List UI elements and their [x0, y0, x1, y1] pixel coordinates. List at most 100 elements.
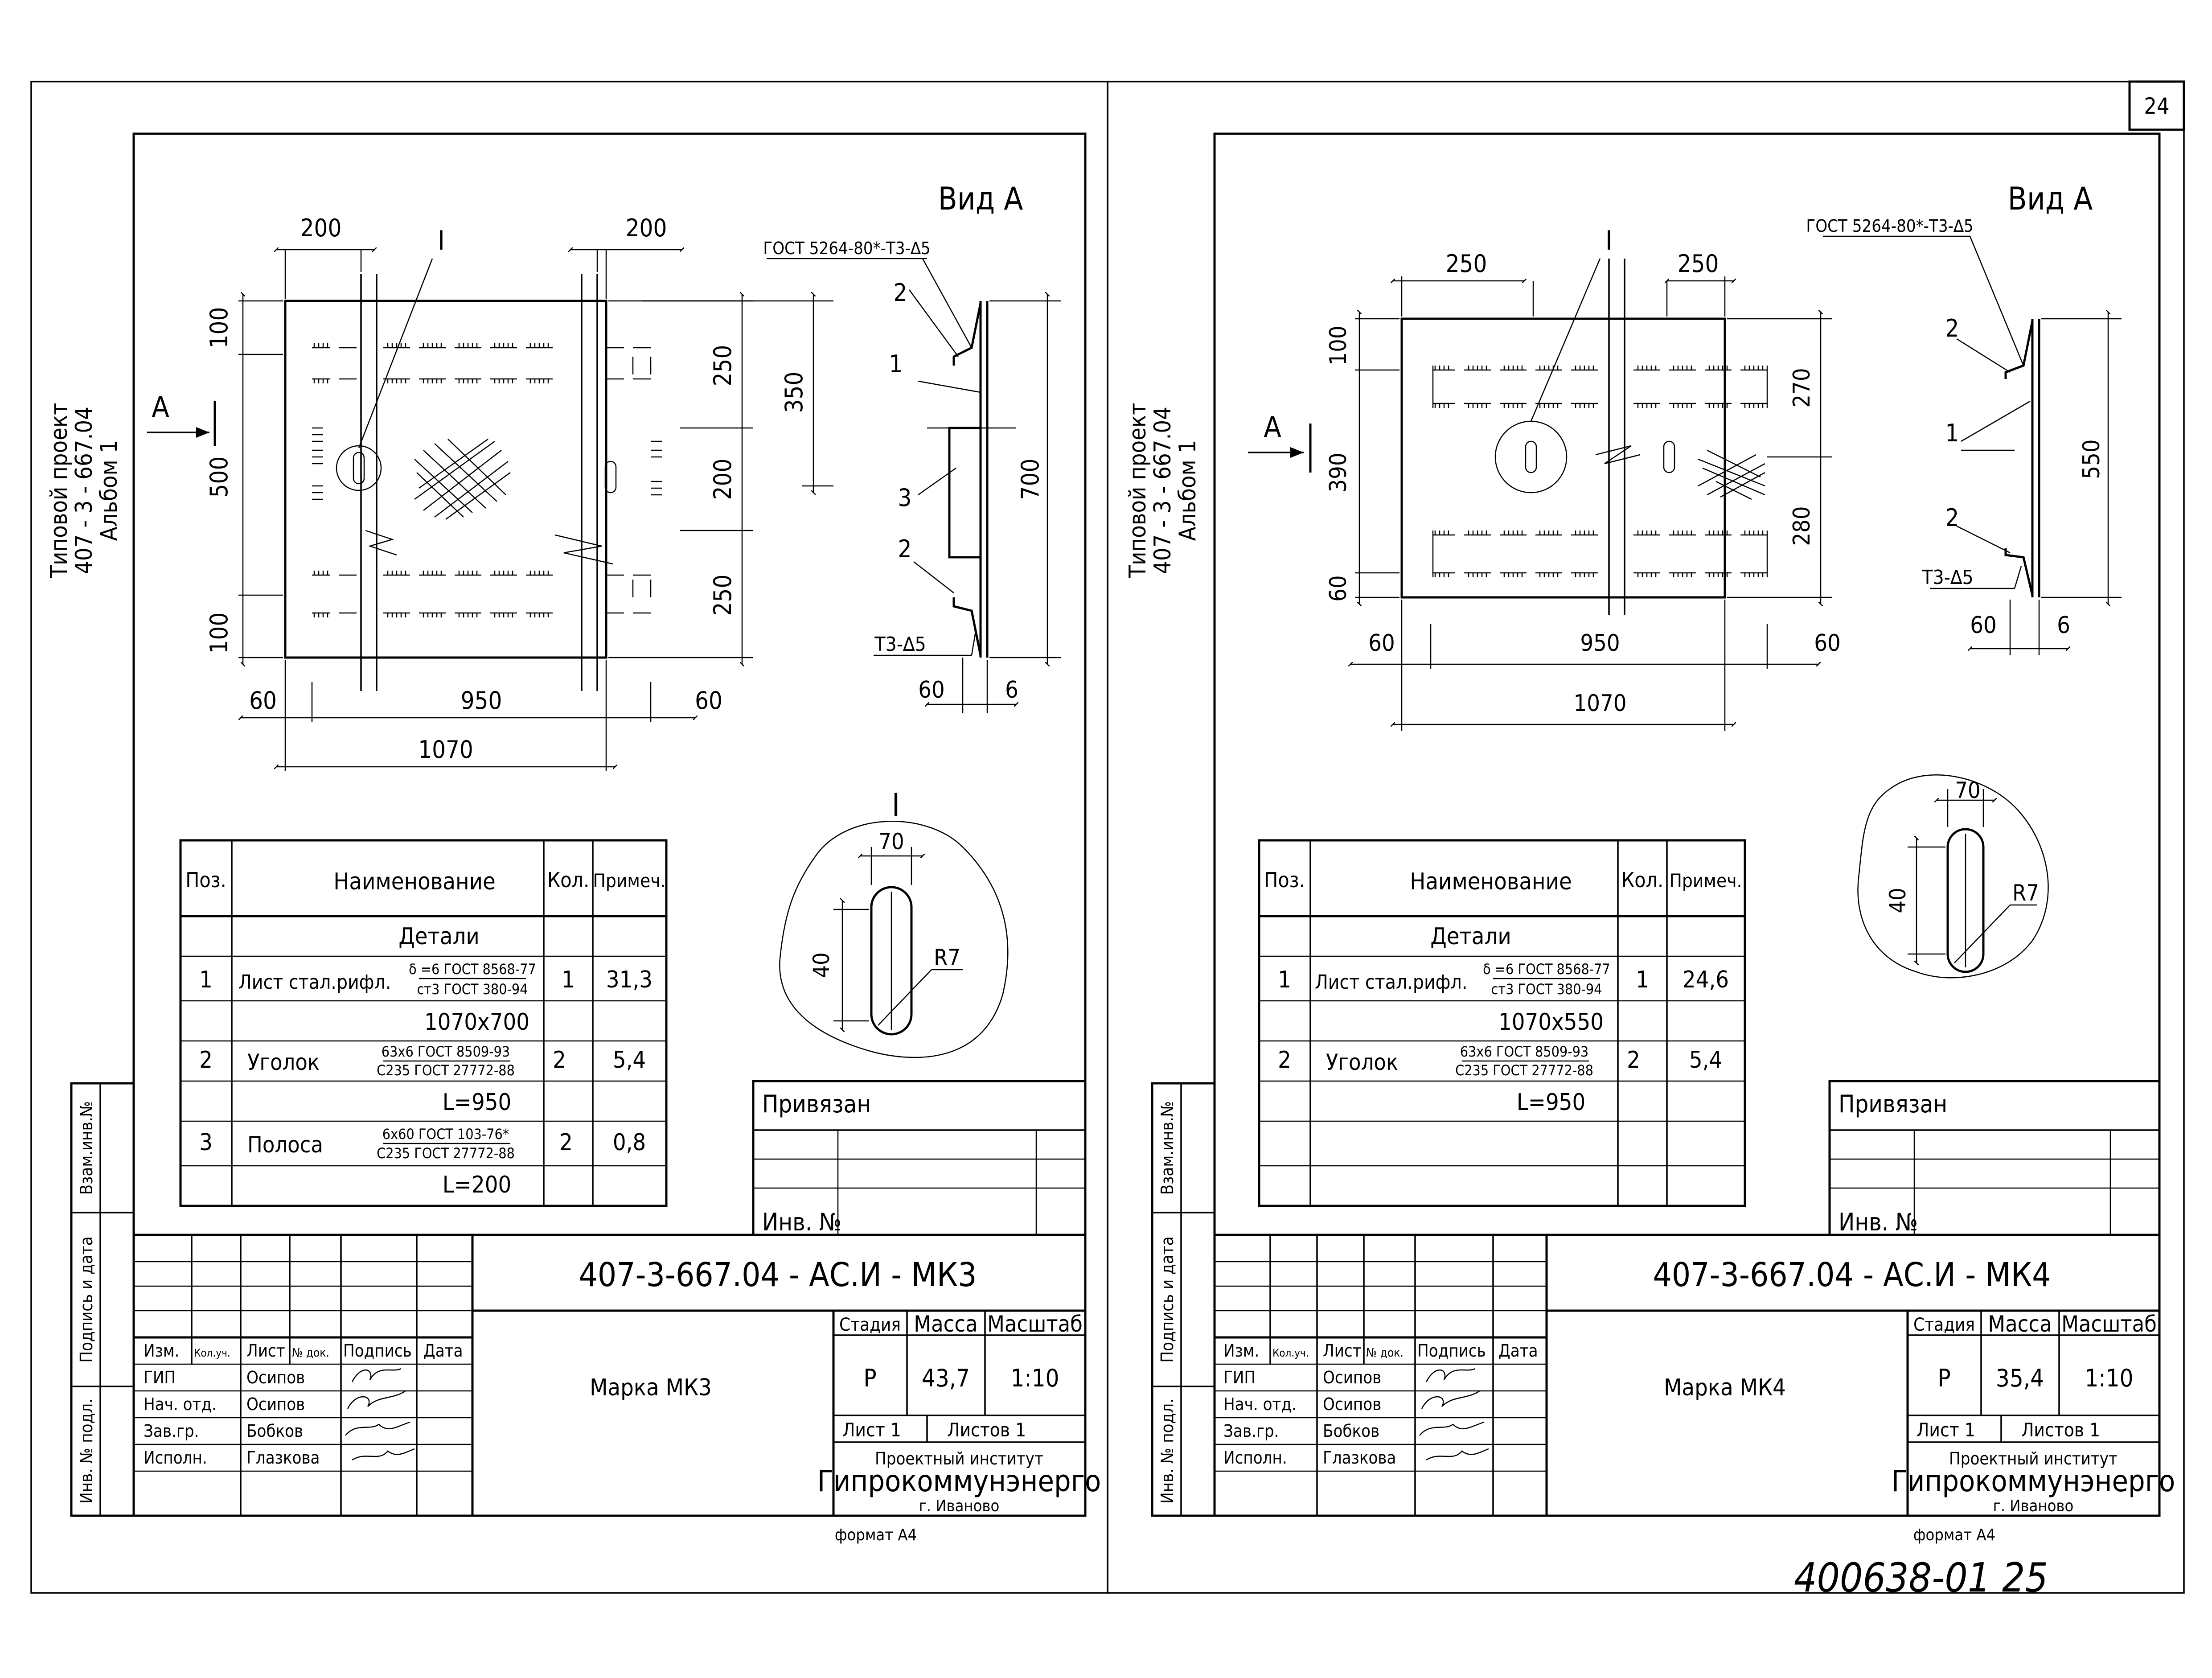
svg-text:Проектный институт: Проектный институт — [875, 1449, 1043, 1468]
svg-text:№ док.: № док. — [1366, 1346, 1404, 1360]
dim-overall-mk3: 1070 — [418, 736, 473, 764]
dim-left-bottom-mk4: 60 — [1325, 575, 1352, 602]
detail-h-mk4: 40 — [1885, 888, 1911, 913]
detail-ref-I-mk4: I — [1605, 225, 1613, 256]
svg-text:С235 ГОСТ 27772-88: С235 ГОСТ 27772-88 — [377, 1145, 515, 1162]
svg-text:1: 1 — [1278, 966, 1291, 993]
detail-circle-mk3 — [336, 445, 382, 491]
mass-mk4: 35,4 — [1996, 1364, 2044, 1392]
detail-r-mk3: R7 — [934, 945, 960, 971]
spec-h-name-mk3: Наименование — [333, 868, 496, 895]
dim-left-mid-mk4: 390 — [1325, 452, 1352, 492]
side-label-mk3: Типовой проект 407 - 3 - 667.04 Альбом 1 — [46, 403, 123, 579]
dim-bottom-left-mk3: 60 — [249, 687, 277, 715]
section-arrow-mk4: А — [1264, 411, 1281, 444]
callout-2b-mk3: 2 — [898, 535, 912, 563]
inner-frame-mk3 — [132, 132, 1087, 1517]
svg-text:Глазкова: Глазкова — [1323, 1448, 1396, 1468]
gost-weld-mk4: ГОСТ 5264-80*-Т3-∆5 — [1806, 216, 1973, 236]
title-block-mk3 — [132, 1234, 1087, 1517]
hatch-mk4 — [1698, 449, 1765, 500]
callout-2a-mk3: 2 — [894, 279, 907, 307]
spec-row-1-mk4: 1 Лист стал.рифл. δ =6 ГОСТ 8568-77 ст3 … — [1278, 961, 1729, 1036]
dim-top-right-mk3: 200 — [626, 214, 667, 242]
svg-text:407 - 3 - 667.04: 407 - 3 - 667.04 — [71, 407, 98, 574]
plate-plan-mk3 — [284, 300, 607, 659]
dim-bottom-mid-mk4: 950 — [1580, 630, 1620, 657]
svg-text:Исполн.: Исполн. — [144, 1448, 207, 1468]
svg-text:Лист 1: Лист 1 — [1917, 1419, 1975, 1441]
svg-text:407 - 3 - 667.04: 407 - 3 - 667.04 — [1149, 407, 1176, 574]
svg-text:Подпись: Подпись — [343, 1341, 412, 1361]
svg-text:1070x700: 1070x700 — [424, 1009, 529, 1036]
svg-text:Альбом 1: Альбом 1 — [1174, 440, 1201, 541]
callout-2a-mk4: 2 — [1945, 314, 1959, 342]
svg-text:Уголок: Уголок — [247, 1049, 320, 1075]
dim-right-bottom-mk3: 250 — [709, 575, 737, 616]
svg-text:2: 2 — [559, 1129, 573, 1156]
bind-title-mk4: Привязан — [1839, 1090, 1947, 1118]
dim-left-top-mk3: 100 — [205, 307, 233, 349]
svg-text:24,6: 24,6 — [1683, 966, 1729, 993]
svg-text:ГИП: ГИП — [144, 1368, 176, 1387]
bind-inv-mk3: Инв. № — [762, 1208, 841, 1236]
svg-text:δ =6 ГОСТ 8568-77: δ =6 ГОСТ 8568-77 — [409, 961, 536, 978]
side-label-mk4: Типовой проект 407 - 3 - 667.04 Альбом 1 — [1124, 403, 1201, 579]
side-view-mk3 — [948, 301, 989, 658]
side-view-6-mk4: 6 — [2057, 612, 2070, 639]
page-number: 24 — [2144, 93, 2169, 119]
outer-frame-right — [1107, 81, 2185, 1594]
spec-row-1-mk3: 1 Лист стал.рифл. δ =6 ГОСТ 8568-77 ст3 … — [199, 961, 653, 1036]
title-name-mk4: Марка МК4 — [1664, 1374, 1786, 1401]
dim-overall-mk4: 1070 — [1573, 690, 1626, 717]
weld-symbol-mk3: Т3-∆5 — [874, 633, 926, 656]
side-view-height-mk4: 550 — [2078, 439, 2105, 479]
spec-h-pos-mk3: Поз. — [185, 868, 226, 892]
svg-text:Альбом 1: Альбом 1 — [96, 440, 123, 541]
bind-inv-mk4: Инв. № — [1839, 1208, 1918, 1236]
title-block-mk4 — [1213, 1234, 2161, 1517]
svg-text:Бобков: Бобков — [1323, 1421, 1379, 1441]
hatch-mk3 — [414, 438, 511, 520]
svg-text:1: 1 — [199, 966, 213, 993]
page-number-box — [2128, 80, 2185, 131]
dim-bottom-right-mk4: 60 — [1814, 630, 1841, 657]
strip-vzam-mk4: Взам.инв.№ — [1157, 1101, 1177, 1195]
org-mk3: Гипрокоммунэнерго — [817, 1464, 1101, 1498]
dim-bottom-right-mk3: 60 — [695, 687, 722, 715]
svg-text:2: 2 — [199, 1047, 213, 1073]
dim-left-mid-mk3: 500 — [205, 457, 233, 498]
svg-text:С235 ГОСТ 27772-88: С235 ГОСТ 27772-88 — [377, 1062, 515, 1079]
svg-text:L=950: L=950 — [443, 1089, 512, 1116]
svg-text:Зав.гр.: Зав.гр. — [144, 1421, 199, 1441]
side-view-mk4 — [2004, 319, 2040, 597]
svg-text:5,4: 5,4 — [1689, 1047, 1722, 1073]
dim-left-top-mk4: 100 — [1325, 325, 1352, 365]
spec-h-note-mk3: Примеч. — [593, 870, 665, 892]
signatures-mk4 — [1419, 1368, 1489, 1461]
detail-blob-mk4 — [1857, 774, 2049, 979]
format-label-mk3: формат А4 — [835, 1526, 917, 1544]
dim-bottom-mid-mk3: 950 — [461, 687, 502, 715]
spec-h-name-mk4: Наименование — [1410, 868, 1572, 895]
svg-text:Уголок: Уголок — [1326, 1049, 1398, 1075]
svg-text:г. Иваново: г. Иваново — [1993, 1497, 2074, 1515]
svg-text:Масса: Масса — [914, 1311, 977, 1337]
stage-mk4: Р — [1937, 1364, 1950, 1392]
detail-ref-I-mk3: I — [438, 225, 445, 256]
callout-2b-mk4: 2 — [1945, 504, 1959, 532]
svg-text:2: 2 — [553, 1047, 566, 1073]
svg-text:Масштаб: Масштаб — [2061, 1311, 2157, 1337]
detail-blob-mk3 — [779, 821, 1009, 1058]
svg-text:Дата: Дата — [1498, 1341, 1538, 1361]
dim-right-top-mk3: 250 — [709, 345, 737, 387]
svg-text:Кол.уч.: Кол.уч. — [1272, 1347, 1309, 1359]
handwritten-archive-number: 400638-01 25 — [1794, 1555, 2048, 1601]
svg-text:63x6 ГОСТ 8509-93: 63x6 ГОСТ 8509-93 — [382, 1043, 510, 1060]
svg-text:Стадия: Стадия — [1913, 1315, 1975, 1335]
view-label-mk4: Вид А — [2008, 181, 2093, 217]
svg-text:0,8: 0,8 — [613, 1129, 646, 1156]
gost-weld-mk3: ГОСТ 5264-80*-Т3-∆5 — [763, 239, 930, 258]
svg-text:Осипов: Осипов — [246, 1394, 305, 1414]
